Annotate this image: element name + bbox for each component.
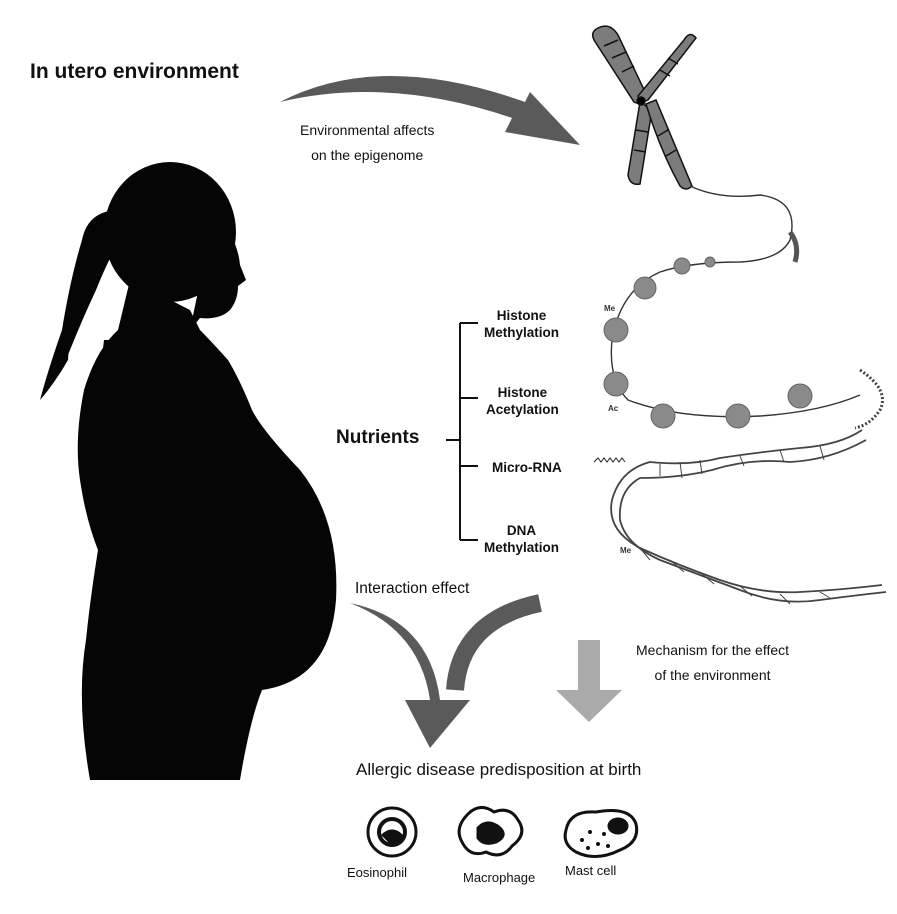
dna-double-helix	[611, 430, 886, 604]
eosinophil-label: Eosinophil	[347, 865, 407, 880]
mechanism-arrow	[556, 640, 622, 722]
histone-methylation-line-1: Histone	[484, 307, 559, 324]
me-annotation-histone: Me	[604, 304, 615, 313]
histone-acetylation-line-2: Acetylation	[486, 401, 559, 418]
pregnant-woman-silhouette	[40, 162, 336, 780]
environmental-affects-label: Environmental affects on the epigenome	[300, 118, 434, 168]
environmental-affects-line-2: on the epigenome	[300, 143, 434, 168]
histone-acetylation-line-1: Histone	[486, 384, 559, 401]
mechanism-label-line-2: of the environment	[636, 663, 789, 688]
macrophage-icon	[459, 807, 522, 854]
dna-methylation-line-1: DNA	[484, 522, 559, 539]
nutrients-bracket	[446, 323, 478, 540]
mast-cell-icon	[565, 811, 637, 857]
diagram-title: In utero environment	[30, 60, 239, 84]
mechanism-label-line-1: Mechanism for the effect	[636, 638, 789, 663]
mast-cell-label: Mast cell	[565, 863, 616, 878]
histone-acetylation-label: Histone Acetylation	[486, 384, 559, 418]
histone-methylation-label: Histone Methylation	[484, 307, 559, 341]
micro-rna-label: Micro-RNA	[492, 459, 562, 476]
mechanism-label: Mechanism for the effect of the environm…	[636, 638, 789, 688]
environmental-affects-line-1: Environmental affects	[300, 118, 434, 143]
dna-methylation-label: DNA Methylation	[484, 522, 559, 556]
chromatin-strand	[604, 186, 883, 428]
dna-methylation-line-2: Methylation	[484, 539, 559, 556]
me-annotation-dna: Me	[620, 546, 631, 555]
nutrients-label: Nutrients	[336, 427, 419, 449]
interaction-effect-label: Interaction effect	[355, 580, 469, 598]
histone-methylation-line-2: Methylation	[484, 324, 559, 341]
chromosome-icon	[593, 26, 696, 189]
interaction-arrow	[350, 603, 540, 748]
macrophage-label: Macrophage	[463, 870, 535, 885]
ac-annotation: Ac	[608, 404, 618, 413]
eosinophil-icon	[368, 808, 416, 856]
micro-rna-strand	[594, 458, 625, 462]
outcome-label: Allergic disease predisposition at birth	[356, 760, 641, 780]
